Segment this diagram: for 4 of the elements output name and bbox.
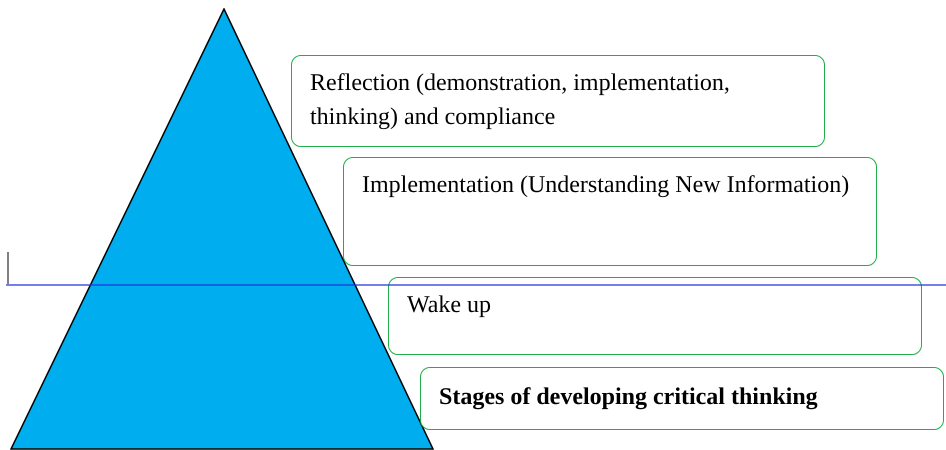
text-box: Reflection (demonstration, implementation, thinking) and compliance (291, 55, 825, 147)
text-box: Wake up (388, 277, 922, 355)
text-box: Implementation (Understanding New Information) (343, 157, 877, 266)
text-box: Stages of developing critical thinking (420, 367, 944, 430)
